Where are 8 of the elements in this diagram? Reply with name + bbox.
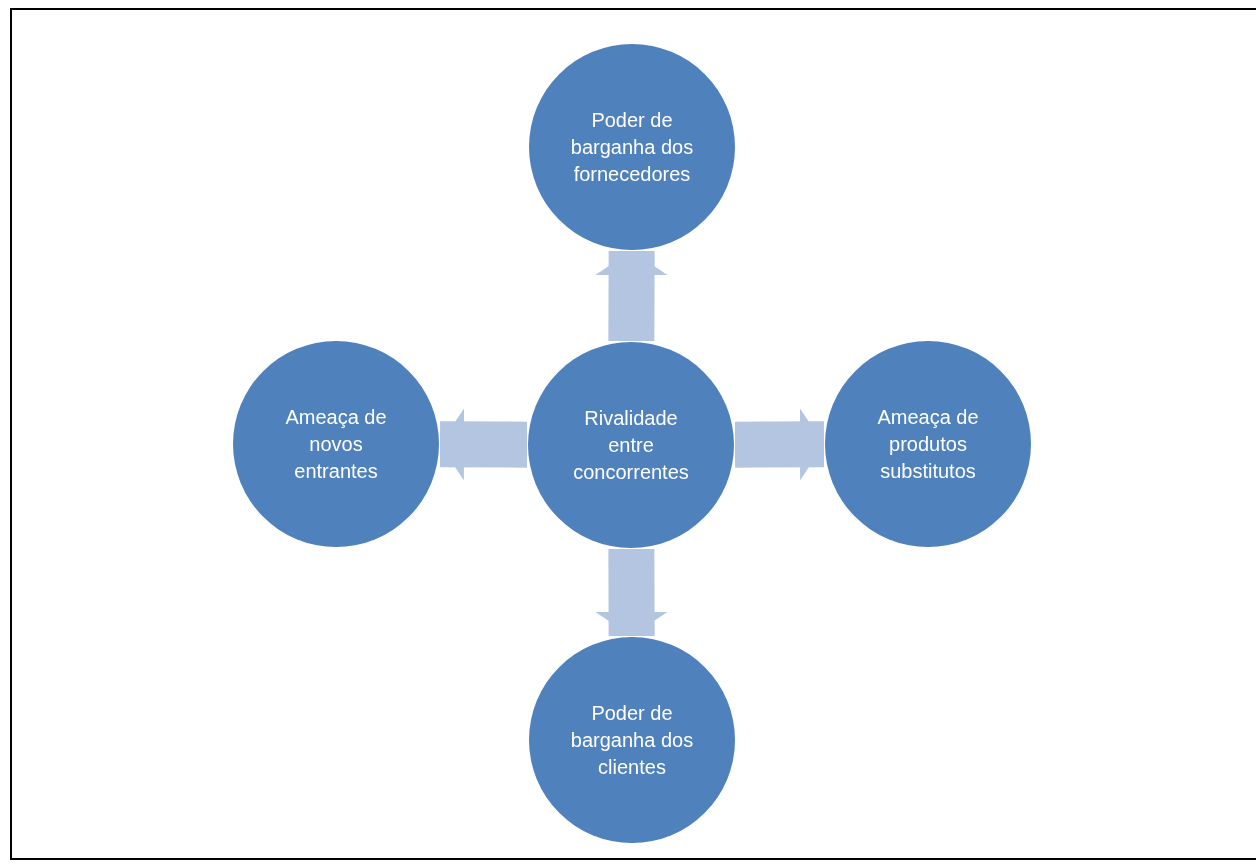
block-arrow bbox=[439, 408, 528, 481]
node-label: Rivalidade entre concorrentes bbox=[572, 405, 690, 485]
block-arrow bbox=[595, 250, 668, 342]
node-label: Poder de barganha dos fornecedores bbox=[569, 107, 695, 187]
block-arrow bbox=[734, 408, 825, 481]
node-label: Ameaça de produtos substitutos bbox=[876, 404, 980, 484]
node-label: Ameaça de novos entrantes bbox=[284, 404, 388, 484]
node-label: Poder de barganha dos clientes bbox=[569, 700, 695, 780]
